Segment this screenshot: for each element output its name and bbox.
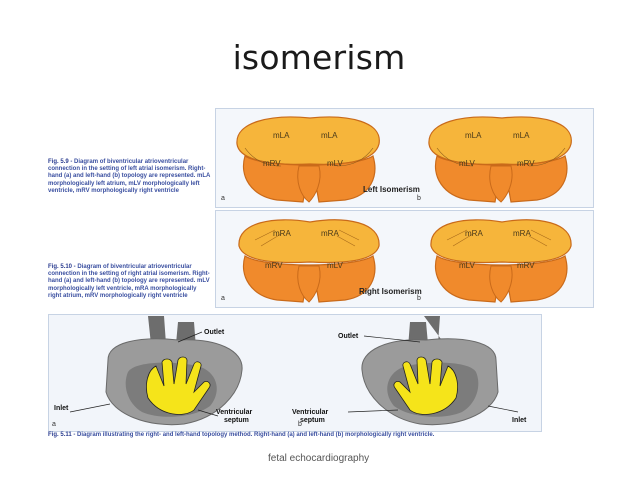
ventricle-label: mRV — [263, 159, 281, 168]
slide-footer: fetal echocardiography — [268, 453, 370, 464]
heart-left-isomerism-b: mLA mLA mLV mRV b — [417, 116, 572, 203]
panel-label: b — [417, 195, 421, 202]
atrium-label: mRA — [465, 229, 483, 238]
atrium-label: mRA — [321, 229, 339, 238]
atrial-pectinate — [446, 229, 552, 247]
leader-septum — [347, 409, 399, 413]
septum-label: septum — [300, 417, 325, 424]
fig-5-10-diagram: mRA mRA mRV mLV a mRA mRA mLV mRV b Righ… — [221, 219, 572, 303]
leader-outlet — [363, 335, 421, 343]
ventricle-label: mRV — [517, 159, 535, 168]
fig-5-9-heading: Left Isomerism — [363, 185, 420, 194]
septum-label: Ventricular — [292, 409, 328, 416]
fig-5-10-number: Fig. 5.10 - — [48, 264, 76, 270]
ventricle-label: mRV — [265, 261, 283, 270]
atrium-label: mRA — [513, 229, 531, 238]
outflow-tract — [297, 165, 321, 203]
atrium-label: mLA — [513, 131, 530, 140]
atrial-pectinate — [254, 229, 360, 247]
inlet-label: Inlet — [512, 417, 527, 424]
panel-label: b — [417, 295, 421, 302]
outlet-label: Outlet — [338, 333, 359, 340]
ventricle-label: mLV — [459, 261, 476, 270]
septum-label: septum — [224, 417, 249, 424]
atrium-label: mLA — [465, 131, 482, 140]
atrium-label: mLA — [321, 131, 338, 140]
atrium-label: mLA — [273, 131, 290, 140]
atria-shape — [238, 219, 380, 264]
fig-5-10-caption: Fig. 5.10 - Diagram of biventricular atr… — [48, 264, 211, 300]
panel-label: a — [221, 295, 225, 302]
outlet-label: Outlet — [204, 329, 225, 336]
fig-5-11-diagram: Outlet Inlet Ventricular septum a Outlet… — [52, 316, 527, 428]
heart-right-isomerism-a: mRA mRA mRV mLV a — [221, 219, 380, 303]
fig-5-9-number: Fig. 5.9 - — [48, 159, 73, 165]
atrium-label: mRA — [273, 229, 291, 238]
fig-5-11-caption: Fig. 5.11 - Diagram illustrating the rig… — [48, 432, 596, 439]
fig-5-9-diagram: mLA mLA mRV mLV a mLA mLA mLV mRV b Left… — [221, 116, 572, 203]
panel-label: a — [52, 421, 56, 428]
fig-5-10-caption-text: Diagram of biventricular atrioventricula… — [48, 264, 210, 299]
leaflet-left — [436, 147, 474, 167]
inlet-label: Inlet — [54, 405, 69, 412]
atria-shape — [236, 116, 380, 165]
fig-5-9-caption-text: Diagram of biventricular atrioventricula… — [48, 159, 211, 194]
heart-topology-a: Outlet Inlet Ventricular septum a — [52, 316, 252, 428]
leader-inlet — [69, 403, 111, 413]
atria-shape — [428, 116, 572, 165]
leaflet-right — [336, 147, 374, 167]
outflow-tract — [489, 265, 513, 303]
hand-left — [393, 356, 458, 415]
leaflet-left — [244, 147, 282, 167]
slide-title: isomerism — [232, 38, 406, 77]
heart-topology-b: Outlet Inlet Ventricular septum b — [292, 316, 527, 428]
ventricle-label: mLV — [459, 159, 476, 168]
hand-right — [146, 356, 211, 415]
leaflet-right — [528, 147, 566, 167]
outflow-tract — [489, 165, 513, 203]
atria-shape — [430, 219, 572, 264]
panel-label: b — [298, 421, 302, 428]
heart-left-isomerism-a: mLA mLA mRV mLV a — [221, 116, 380, 203]
leader-inlet — [487, 405, 519, 413]
fig-5-10-heading: Right Isomerism — [359, 287, 422, 296]
panel-label: a — [221, 195, 225, 202]
ventricle-label: mLV — [327, 261, 344, 270]
septum-label: Ventricular — [216, 409, 252, 416]
outflow-tract — [297, 265, 321, 303]
fig-5-11-caption-text: Diagram illustrating the right- and left… — [77, 432, 435, 438]
fig-5-9-caption: Fig. 5.9 - Diagram of biventricular atri… — [48, 159, 211, 195]
ventricle-label: mRV — [517, 261, 535, 270]
heart-right-isomerism-b: mRA mRA mLV mRV b — [417, 219, 572, 303]
fig-5-11-number: Fig. 5.11 - — [48, 432, 76, 438]
leader-outlet — [177, 331, 203, 343]
leader-septum — [197, 409, 219, 417]
ventricle-label: mLV — [327, 159, 344, 168]
